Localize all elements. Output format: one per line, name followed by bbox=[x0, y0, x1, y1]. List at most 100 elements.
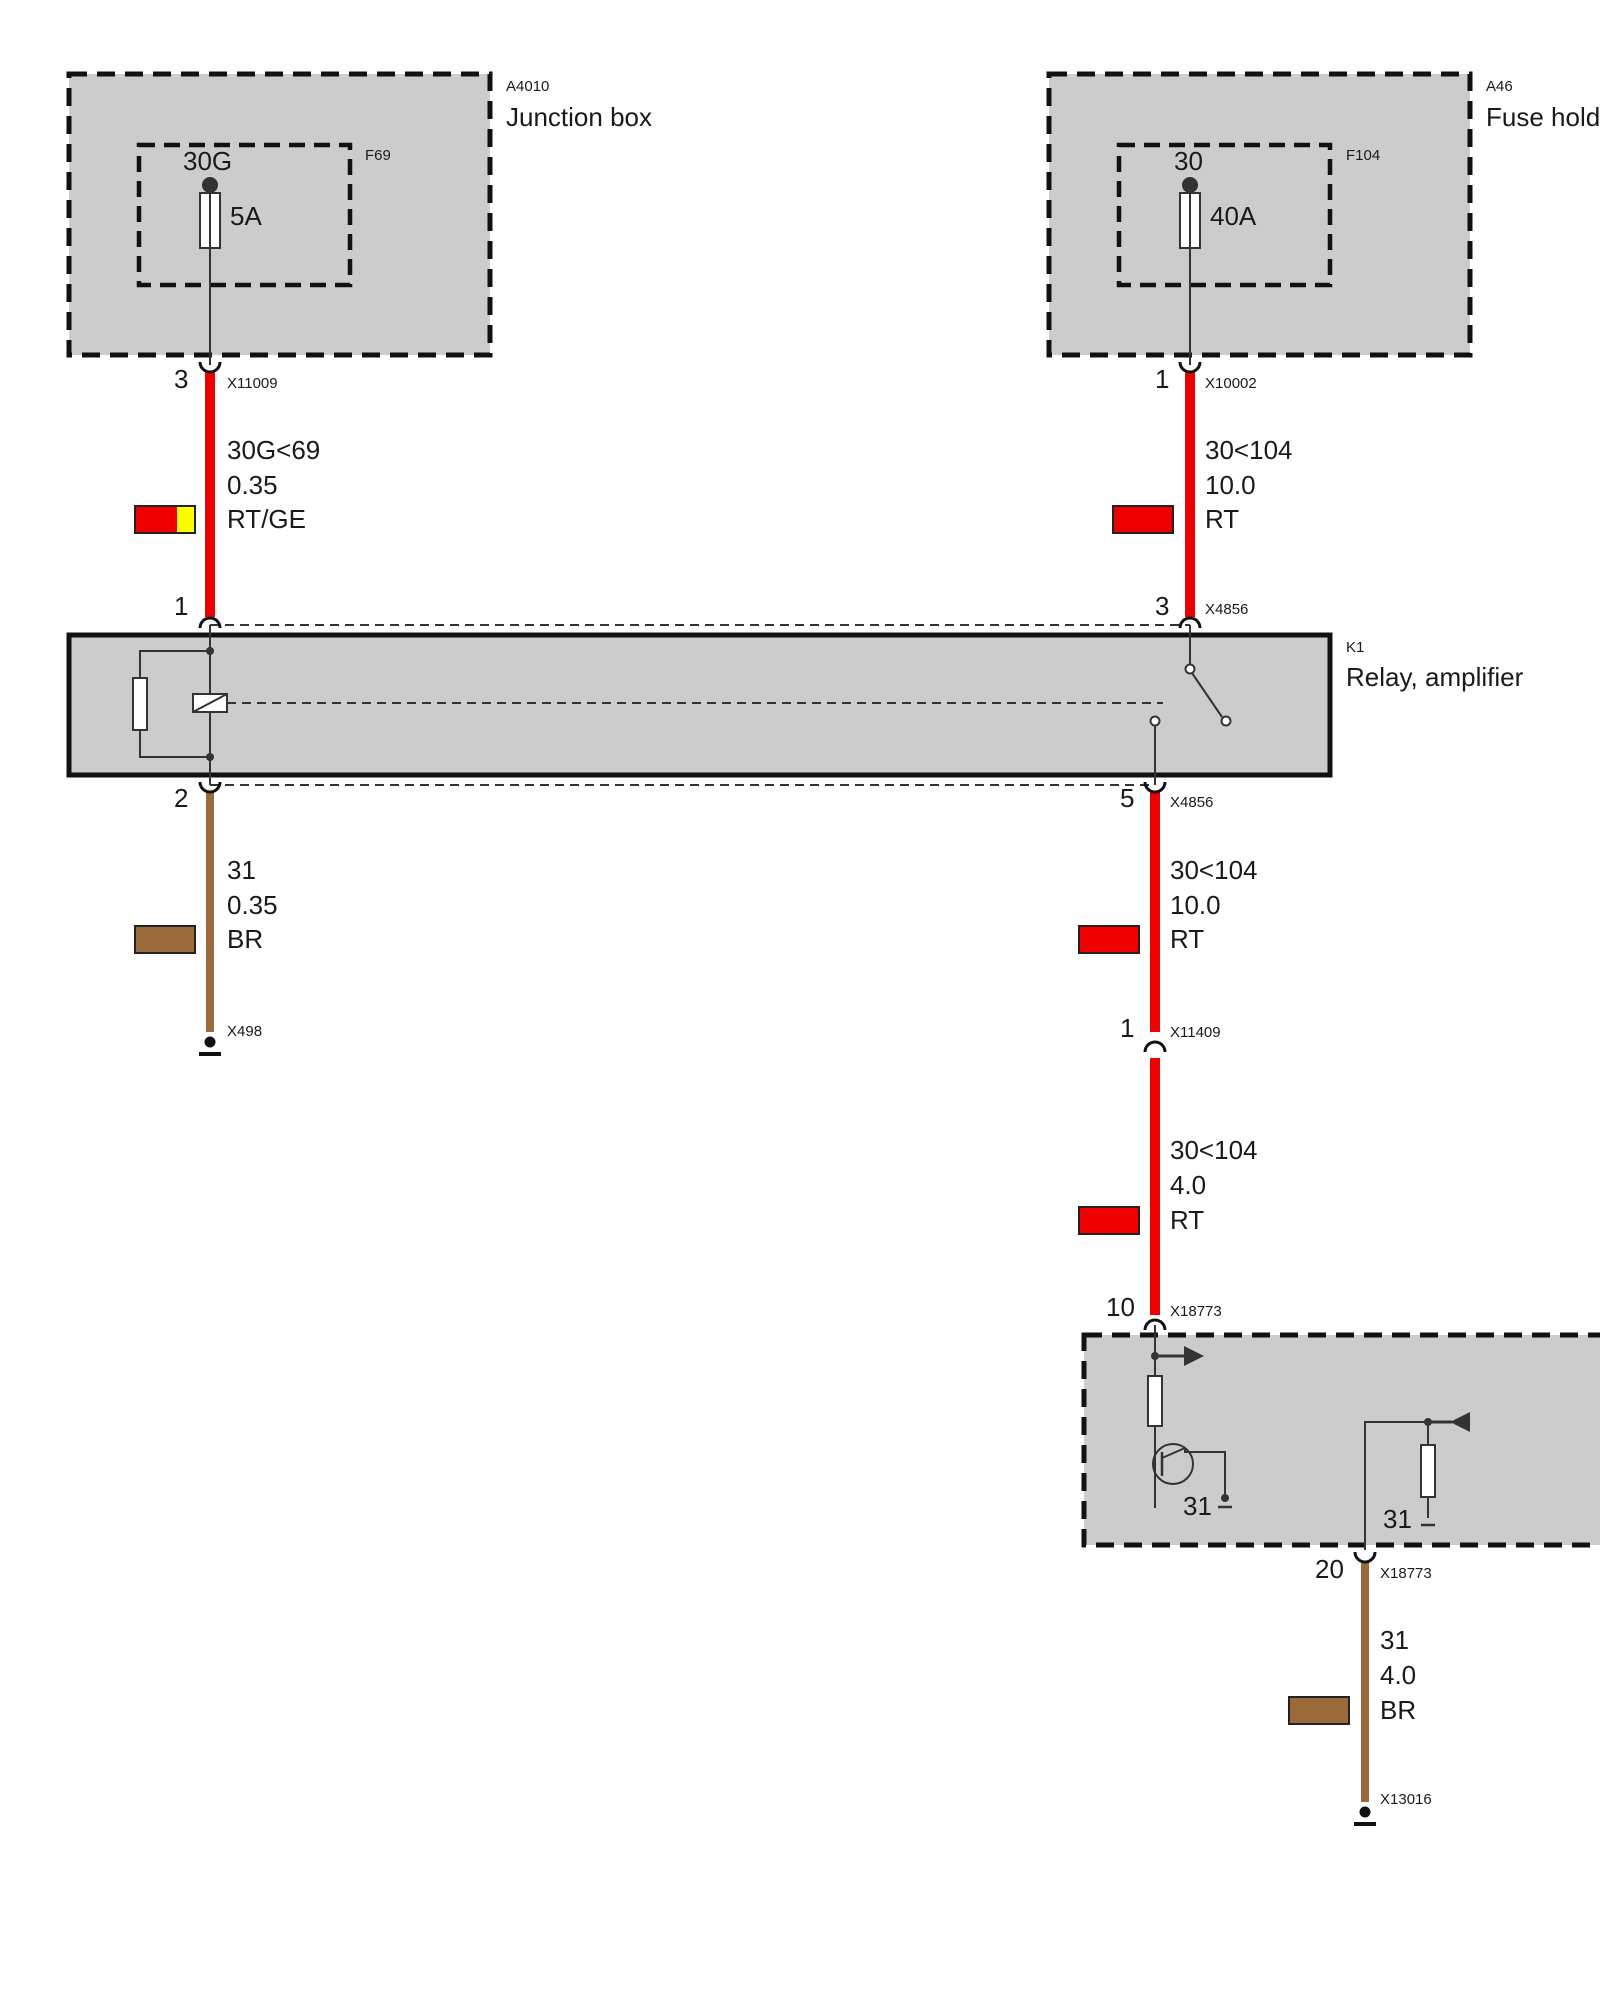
wire-gauge: 4.0 bbox=[1380, 1660, 1416, 1690]
fuse-f104-rating: 40A bbox=[1210, 201, 1257, 231]
pin-number: 1 bbox=[1155, 364, 1169, 394]
connector-x18773-pin10[interactable] bbox=[1143, 1318, 1167, 1331]
wire-30-104-a[interactable] bbox=[1185, 372, 1195, 617]
wire-signal: 30<104 bbox=[1170, 855, 1257, 885]
wire-color-swatch-w5 bbox=[1078, 1206, 1140, 1235]
fuse-holder-id: A46 bbox=[1486, 78, 1513, 95]
wire-color-code: RT bbox=[1205, 504, 1239, 534]
fuse-holder-name: Fuse holder bbox=[1486, 102, 1600, 132]
fuse-holder[interactable]: 30 40A bbox=[1046, 71, 1473, 365]
pin-number: 20 bbox=[1315, 1554, 1344, 1584]
relay-resistor-icon bbox=[132, 677, 148, 731]
ground-id: X13016 bbox=[1380, 1791, 1432, 1808]
wire-31-a[interactable] bbox=[206, 792, 214, 1032]
junction-box-id: A4010 bbox=[506, 78, 549, 95]
connector-id: X18773 bbox=[1380, 1565, 1432, 1582]
wire-color-swatch-w4 bbox=[1078, 925, 1140, 954]
wire-30-104-b[interactable] bbox=[1150, 792, 1160, 1032]
connector-id: X11009 bbox=[227, 375, 278, 392]
wire-label-w6: 31 4.0 BR bbox=[1380, 1625, 1416, 1725]
fuse-f69-terminal: 30G bbox=[183, 146, 232, 176]
wire-color-outline bbox=[1078, 1206, 1140, 1235]
connector-x10002-pin[interactable] bbox=[1178, 361, 1202, 374]
wire-signal: 30<104 bbox=[1205, 435, 1292, 465]
wire-gauge: 4.0 bbox=[1170, 1170, 1206, 1200]
module-ground-right: 31 bbox=[1383, 1504, 1412, 1534]
connector-x11409-pin[interactable] bbox=[1143, 1040, 1167, 1053]
output-arrow-icon bbox=[1184, 1346, 1204, 1366]
wire-color-outline bbox=[134, 505, 196, 534]
pin-number: 2 bbox=[174, 783, 188, 813]
connector-k1-pin2[interactable] bbox=[198, 781, 222, 794]
module-resistor-icon bbox=[1147, 1375, 1163, 1427]
wire-label-w2: 30<104 10.0 RT bbox=[1205, 435, 1292, 534]
wire-color-code: RT bbox=[1170, 924, 1204, 954]
wire-color-outline bbox=[1078, 925, 1140, 954]
wire-color-outline bbox=[1112, 505, 1174, 534]
wire-signal: 30G<69 bbox=[227, 435, 320, 465]
fuse-f69-rating: 5A bbox=[230, 201, 262, 231]
wire-color-swatch-w3 bbox=[134, 925, 196, 954]
wire-label-w5: 30<104 4.0 RT bbox=[1170, 1135, 1257, 1235]
wire-color-stripe bbox=[1289, 1697, 1349, 1724]
connector-id: X4856 bbox=[1205, 601, 1248, 618]
wire-signal: 30<104 bbox=[1170, 1135, 1257, 1165]
wire-color-swatch-w2 bbox=[1112, 505, 1174, 534]
wire-label-w3: 31 0.35 BR bbox=[227, 855, 278, 954]
relay-id: K1 bbox=[1346, 639, 1364, 656]
fuse-f104-terminal: 30 bbox=[1174, 146, 1203, 176]
wire-gauge: 0.35 bbox=[227, 890, 278, 920]
ground-x13016-icon[interactable] bbox=[1354, 1806, 1376, 1826]
wire-color-code: BR bbox=[227, 924, 263, 954]
wire-color-stripe bbox=[135, 926, 195, 953]
wire-31-b[interactable] bbox=[1361, 1562, 1369, 1802]
wire-gauge: 10.0 bbox=[1205, 470, 1256, 500]
wire-color-stripe bbox=[1113, 506, 1173, 533]
relay-k1[interactable] bbox=[66, 624, 1333, 786]
pin-number: 1 bbox=[174, 591, 188, 621]
connector-k1-pin5[interactable] bbox=[1143, 781, 1167, 794]
wire-color-stripe bbox=[135, 506, 177, 533]
fuse-f69-id: F69 bbox=[365, 147, 391, 164]
pin-number: 1 bbox=[1120, 1013, 1134, 1043]
junction-box[interactable]: 30G 5A bbox=[66, 71, 493, 365]
connector-x11009-pin[interactable] bbox=[198, 361, 222, 374]
connector-id: X10002 bbox=[1205, 375, 1257, 392]
wire-30g-69[interactable] bbox=[205, 372, 215, 617]
ground-id: X498 bbox=[227, 1023, 262, 1040]
connector-k1-pin1[interactable] bbox=[198, 616, 222, 629]
pin-number: 3 bbox=[1155, 591, 1169, 621]
wire-gauge: 10.0 bbox=[1170, 890, 1221, 920]
wire-30-104-c[interactable] bbox=[1150, 1058, 1160, 1315]
wire-signal: 31 bbox=[227, 855, 256, 885]
wire-color-outline bbox=[134, 925, 196, 954]
control-module[interactable]: 31 31 bbox=[1081, 1325, 1600, 1550]
fuse-f104-id: F104 bbox=[1346, 147, 1380, 164]
relay-name: Relay, amplifier bbox=[1346, 662, 1524, 692]
module-pulldown-resistor-icon bbox=[1420, 1444, 1436, 1498]
connector-k1-pin3[interactable] bbox=[1178, 616, 1202, 629]
ground-x498-icon[interactable] bbox=[199, 1036, 221, 1056]
wire-color-stripe bbox=[1079, 926, 1139, 953]
input-arrow-icon bbox=[1450, 1412, 1470, 1432]
wire-signal: 31 bbox=[1380, 1625, 1409, 1655]
wire-color-code: BR bbox=[1380, 1695, 1416, 1725]
wire-label-w4: 30<104 10.0 RT bbox=[1170, 855, 1257, 954]
pin-number: 5 bbox=[1120, 783, 1134, 813]
pin-number: 10 bbox=[1106, 1292, 1135, 1322]
wire-color-stripe bbox=[177, 506, 195, 533]
connector-id: X18773 bbox=[1170, 1303, 1222, 1320]
wire-color-outline bbox=[1288, 1696, 1350, 1725]
wire-color-swatch-w1 bbox=[134, 505, 196, 534]
wire-color-code: RT bbox=[1170, 1205, 1204, 1235]
wire-color-swatch-w6 bbox=[1288, 1696, 1350, 1725]
connector-x18773-pin20[interactable] bbox=[1353, 1551, 1377, 1564]
wire-label-w1: 30G<69 0.35 RT/GE bbox=[227, 435, 320, 534]
module-ground-left: 31 bbox=[1183, 1491, 1212, 1521]
wire-gauge: 0.35 bbox=[227, 470, 278, 500]
transistor-icon bbox=[1152, 1443, 1194, 1485]
connector-id: X11409 bbox=[1170, 1024, 1221, 1041]
wire-color-code: RT/GE bbox=[227, 504, 306, 534]
junction-box-name: Junction box bbox=[506, 102, 652, 132]
